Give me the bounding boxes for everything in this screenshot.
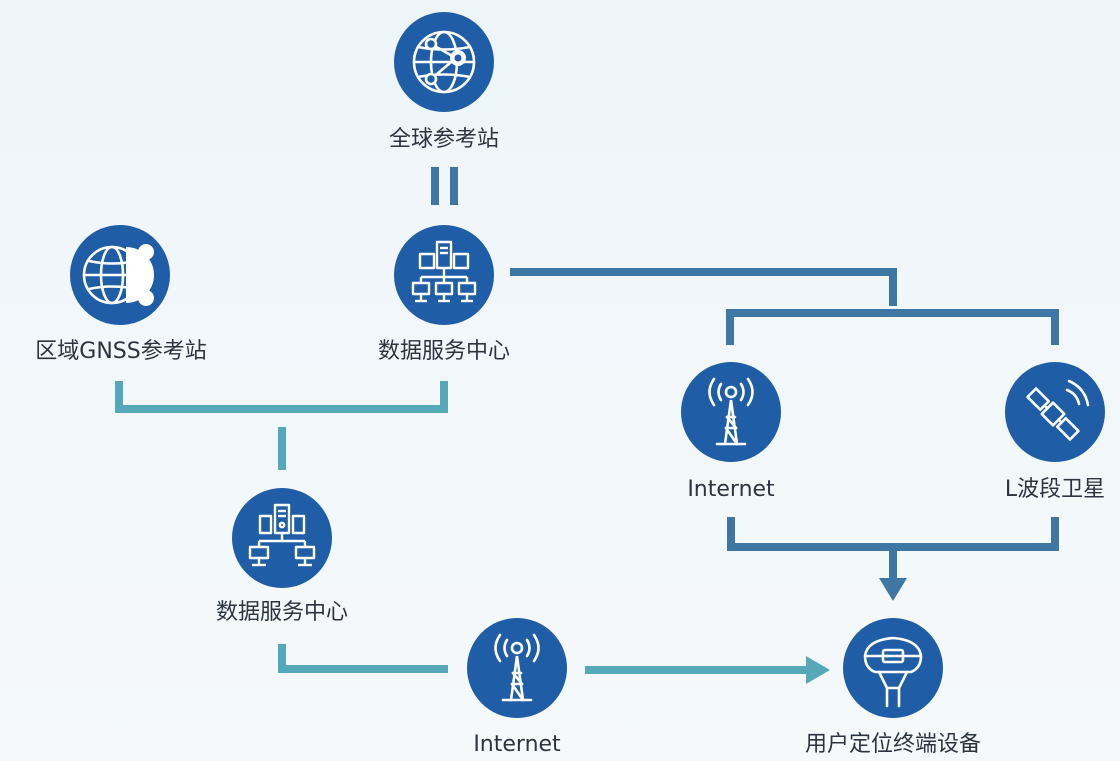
node-global-ref (394, 12, 494, 112)
server-network-icon (394, 225, 494, 325)
arrow-head-to-device (879, 578, 907, 601)
label-satellite: L波段卫星 (1004, 477, 1106, 502)
connector-branch-split (726, 309, 1059, 345)
label-regional-ref: 区域GNSS参考站 (35, 339, 207, 364)
node-regional-ref (70, 225, 170, 325)
label-user-device: 用户定位终端设备 (804, 732, 982, 757)
server-network-icon (232, 488, 332, 588)
satellite-icon (1005, 362, 1105, 462)
node-internet-bottom (467, 618, 567, 718)
radio-tower-icon (467, 618, 567, 718)
connector-datacenter-to-branch (510, 268, 897, 306)
node-satellite (1005, 362, 1105, 462)
gnss-receiver-icon (843, 618, 943, 718)
globe-network-icon (394, 12, 494, 112)
node-user-device (843, 618, 943, 718)
node-internet-right (681, 362, 781, 462)
connector-merge-to-device (727, 517, 1059, 551)
regional-globe-icon (70, 225, 170, 325)
node-datacenter-top (394, 225, 494, 325)
connector-datacenter-to-internet (278, 644, 448, 673)
node-datacenter-bottom (232, 488, 332, 588)
radio-tower-icon (681, 362, 781, 462)
label-global-ref: 全球参考站 (388, 127, 500, 152)
label-internet-bottom: Internet (473, 732, 561, 757)
arrow-head-internet-to-device (806, 656, 830, 684)
label-internet-right: Internet (687, 477, 775, 502)
label-datacenter-top: 数据服务中心 (377, 339, 511, 364)
label-datacenter-bottom: 数据服务中心 (215, 600, 349, 625)
connector-regional-datacenter-bracket (115, 381, 448, 413)
